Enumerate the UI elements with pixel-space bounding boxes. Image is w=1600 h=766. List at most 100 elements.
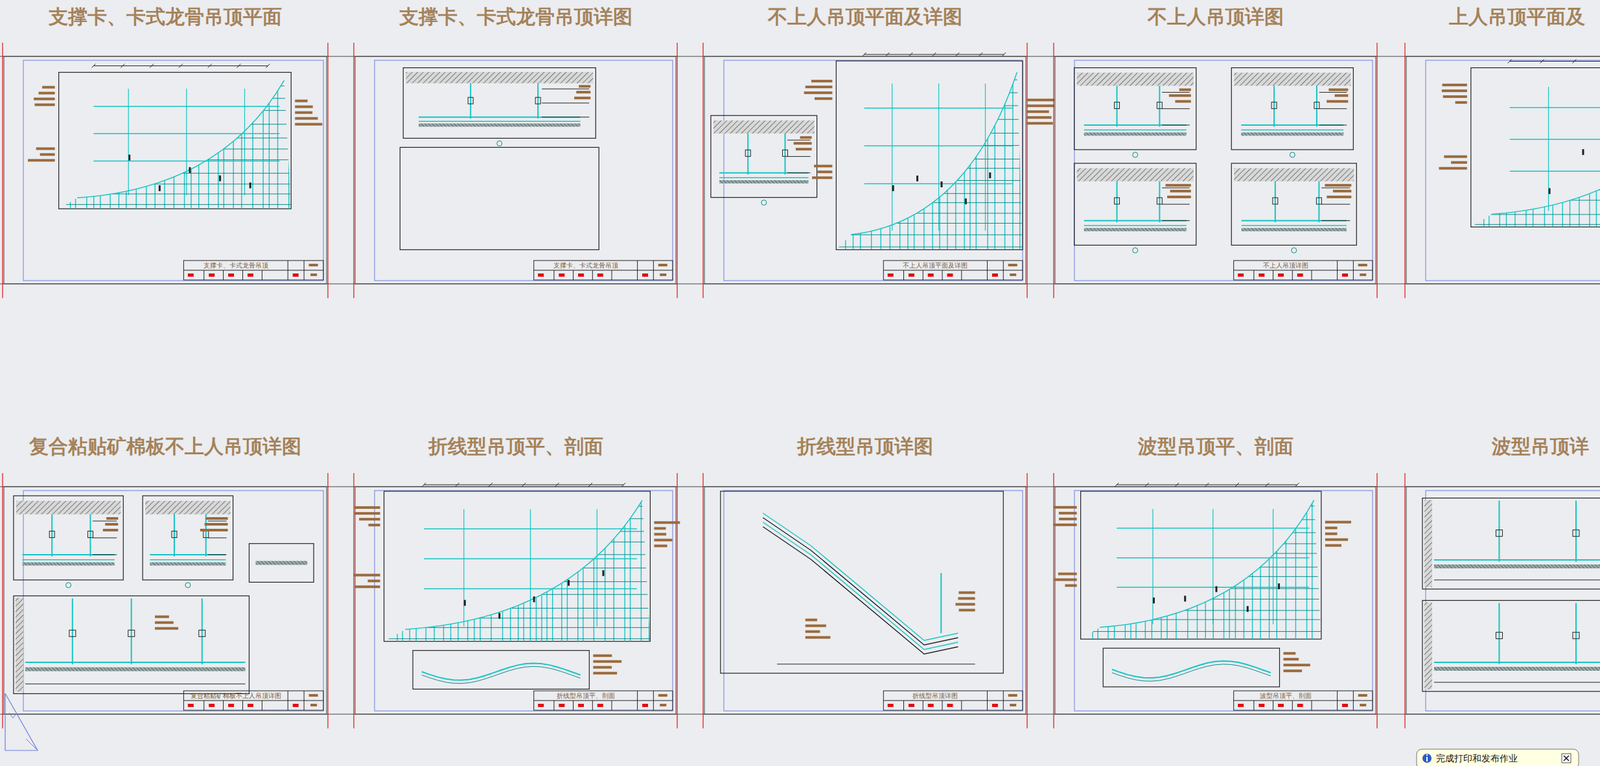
drawing-sheet-art (353, 473, 680, 729)
label-placeholder (1026, 121, 1054, 125)
title-block-name: 折线型吊顶详图 (912, 691, 958, 700)
keel-line (1166, 491, 1168, 639)
cut-mark (1376, 473, 1378, 729)
title-block-field (247, 703, 254, 708)
title-block (1233, 690, 1373, 711)
ceiling-board (719, 180, 809, 184)
label-placeholder (294, 105, 314, 109)
leader-line (1321, 220, 1350, 221)
title-block-field (292, 703, 299, 708)
label-placeholder (1058, 517, 1078, 521)
label-placeholder (1328, 88, 1348, 91)
title-block-field (946, 273, 953, 277)
section-profile (1112, 660, 1271, 678)
keel-line (1552, 68, 1554, 228)
keel-line (845, 60, 846, 250)
label-placeholder (368, 579, 381, 582)
drawing-sheet: 复合粘贴矿棉板不上人吊顶详图复合粘贴矿棉板不上人吊顶详图 (3, 432, 327, 715)
keel-line (1135, 491, 1137, 639)
dimension-tick (178, 64, 183, 69)
keel-line (835, 193, 1023, 194)
sheet-number (659, 273, 667, 277)
label-placeholder (653, 538, 673, 542)
keel-line (1471, 117, 1600, 119)
title-block-field (228, 703, 234, 708)
concrete-slab (145, 500, 231, 515)
keel-line (109, 72, 111, 210)
label-placeholder (592, 660, 622, 663)
inner-frame (23, 490, 324, 711)
title-block-rule (203, 700, 205, 711)
dimension-tick (455, 482, 460, 487)
dimension-tick (521, 482, 526, 487)
label-placeholder (359, 517, 380, 521)
ceiling-board (1240, 132, 1344, 136)
title-block-rule (637, 690, 638, 711)
drawing-frame (1231, 163, 1357, 245)
label-placeholder (1283, 651, 1297, 655)
drawing-frame (1080, 491, 1322, 639)
sheet-border (3, 56, 327, 284)
keel-line (1311, 491, 1313, 639)
dimension-tick (237, 64, 242, 69)
label-placeholder (1175, 99, 1192, 103)
hanger-rod (1116, 85, 1118, 127)
keel-line (401, 491, 403, 642)
concrete-slab (1233, 72, 1351, 86)
title-block-rule (922, 270, 924, 280)
title-block-field (578, 703, 584, 708)
label-placeholder (653, 521, 680, 524)
keel-line (994, 60, 995, 250)
drawing-frame (1422, 498, 1600, 590)
dimension-tick (120, 64, 125, 69)
keel-line (409, 491, 411, 642)
main-keel (149, 559, 226, 561)
title-block-name: 不上人吊顶平面及详图 (902, 261, 968, 270)
keel-line (870, 60, 872, 250)
keel-line (1532, 68, 1534, 228)
support-clip (1183, 595, 1186, 602)
drawing-frame (13, 495, 124, 580)
keel-line (1080, 588, 1322, 590)
cut-mark (1404, 473, 1405, 729)
keel-line (1213, 491, 1214, 639)
keel-grid (1471, 68, 1600, 228)
drawing-sheet-art (1404, 42, 1600, 299)
detail-mark (185, 582, 191, 588)
keel-line (835, 132, 1023, 134)
sheet-number (309, 263, 319, 267)
keel-line (384, 518, 651, 520)
hanger-rod (1316, 85, 1318, 127)
inner-frame (374, 60, 673, 281)
title-block-rule (942, 700, 943, 711)
label-placeholder (294, 99, 308, 103)
detail-mark (66, 582, 72, 588)
hanger-clip (1316, 197, 1322, 205)
label-placeholder (104, 522, 118, 526)
title-block-rule (1353, 260, 1354, 280)
drawing-sheet-art (1053, 42, 1378, 299)
title-block-field (247, 273, 254, 277)
notification-bubble (1416, 749, 1579, 766)
label-placeholder (1058, 511, 1078, 515)
title-block-rule (883, 700, 1023, 702)
keel-line (1471, 199, 1600, 201)
support-clip (158, 185, 161, 192)
label-placeholder (1325, 544, 1342, 547)
title-block-name: 支撑卡、卡式龙骨吊顶 (553, 261, 619, 270)
keel-line (58, 110, 292, 111)
keel-line (1471, 224, 1600, 225)
hanger-rod (1498, 500, 1500, 562)
title-block-field (992, 273, 998, 277)
support-clip (463, 600, 466, 606)
hanger-rod (1274, 181, 1276, 223)
hanger-clip (203, 531, 209, 538)
title-block-rule (1311, 700, 1313, 711)
label-placeholder (1026, 115, 1052, 119)
keel-grid (384, 491, 651, 642)
keel-line (1091, 491, 1093, 639)
keel-line (1080, 552, 1322, 554)
main-keel (22, 559, 115, 561)
ceiling-board (1084, 228, 1187, 232)
label-placeholder (36, 147, 56, 150)
